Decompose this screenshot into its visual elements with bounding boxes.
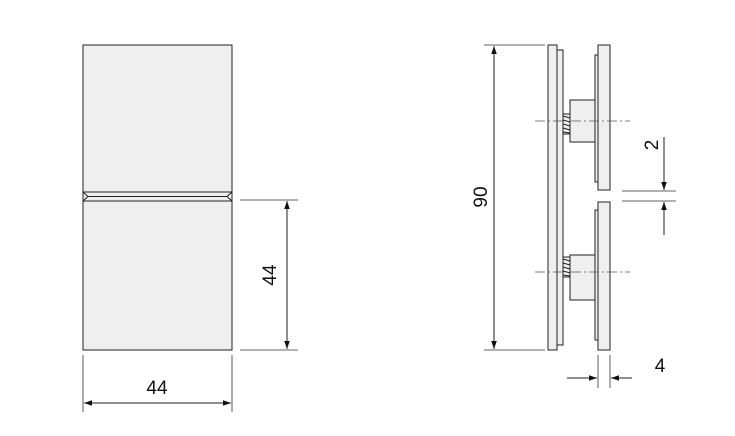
side-right-plate-top xyxy=(597,44,611,191)
side-height-dimension: 90 xyxy=(471,44,545,351)
gap-label: 2 xyxy=(642,140,663,151)
side-right-plate-bottom xyxy=(597,201,611,351)
front-height-label: 44 xyxy=(260,264,281,286)
lower-hinge xyxy=(562,254,596,301)
gap-dimension: 2 xyxy=(622,137,676,235)
front-groove xyxy=(82,191,233,202)
side-view xyxy=(535,44,630,351)
thickness-dimension: 4 xyxy=(567,355,666,388)
thickness-label: 4 xyxy=(655,356,666,377)
front-outline xyxy=(82,44,233,351)
front-width-label: 44 xyxy=(146,378,168,399)
front-width-dimension: 44 xyxy=(82,355,233,412)
front-height-dimension: 44 xyxy=(240,199,298,351)
side-height-label: 90 xyxy=(471,186,492,207)
front-view xyxy=(82,44,233,351)
side-left-plate xyxy=(547,44,558,351)
